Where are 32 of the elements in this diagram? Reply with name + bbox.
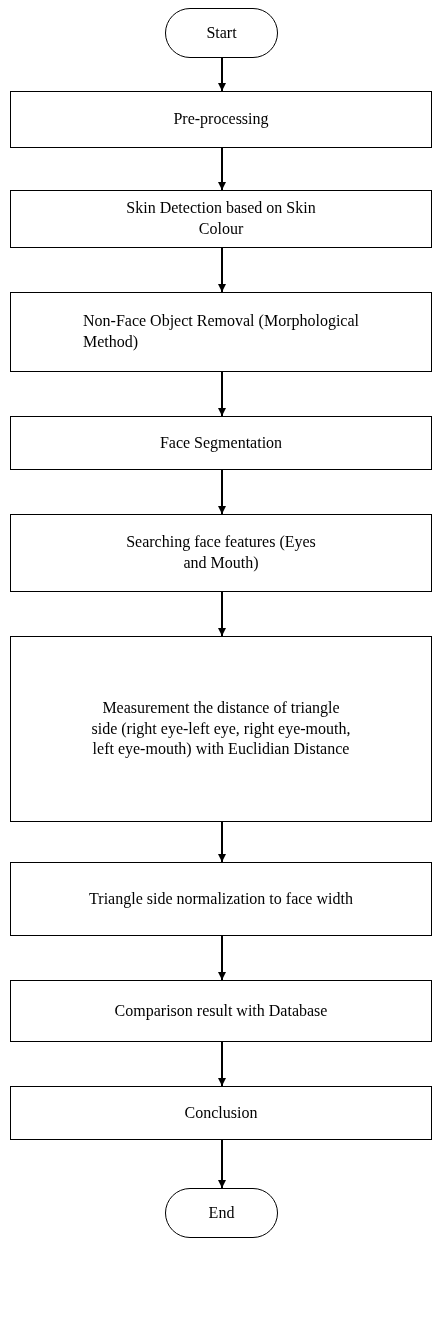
terminal-shape (165, 1188, 278, 1238)
arrow (218, 371, 226, 417)
arrow (218, 821, 226, 863)
node-label: End (208, 1202, 235, 1223)
node-label: Pre-processing (173, 109, 269, 130)
process-box (10, 980, 432, 1042)
arrow (218, 1041, 226, 1087)
node-label: Skin Detection based on Skin Colour (125, 198, 317, 239)
node-label: Start (206, 22, 237, 43)
arrow (218, 591, 226, 637)
arrow (218, 147, 226, 191)
node-label: Triangle side normalization to face width (89, 888, 353, 910)
process-box (10, 91, 432, 148)
process-box (10, 190, 432, 248)
node-label: Non-Face Object Removal (Morphological Method) (83, 311, 359, 353)
process-box (10, 292, 432, 372)
node-label: Conclusion (184, 1102, 258, 1123)
node-label: Face Segmentation (159, 432, 283, 454)
arrow (218, 935, 226, 981)
arrow (218, 57, 226, 92)
arrow (218, 247, 226, 293)
process-box (10, 636, 432, 822)
node-label: Measurement the distance of triangle side (right eye-left eye, right eye-mouth, left eye-mouth) with Euclidian Distance (91, 697, 351, 760)
process-box (10, 862, 432, 936)
node-label: Searching face features (Eyes and Mouth) (125, 532, 317, 573)
arrow (218, 1139, 226, 1189)
process-box (10, 514, 432, 592)
node-label: Comparison result with Database (114, 1000, 328, 1022)
process-box (10, 416, 432, 470)
arrow (218, 469, 226, 515)
process-box (10, 1086, 432, 1140)
terminal-shape (165, 8, 278, 58)
